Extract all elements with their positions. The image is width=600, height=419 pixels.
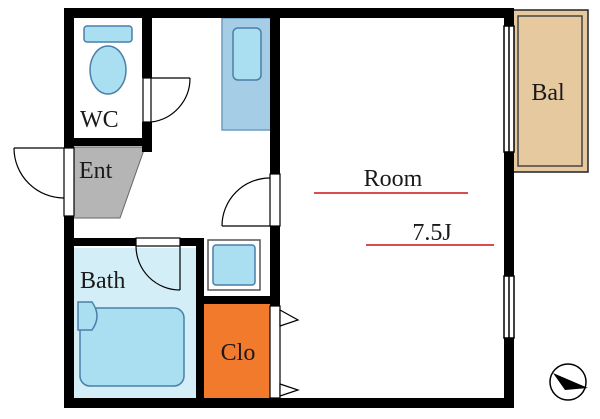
room-label: Room bbox=[364, 166, 423, 192]
bath-label: Bath bbox=[80, 268, 125, 294]
wc-label: WC bbox=[80, 107, 119, 133]
bathtub bbox=[79, 307, 185, 387]
wc-door bbox=[142, 77, 191, 123]
toilet bbox=[83, 25, 133, 95]
bath-door bbox=[135, 237, 181, 291]
washer-drain bbox=[212, 244, 256, 286]
room-door bbox=[221, 173, 281, 227]
closet bbox=[204, 304, 270, 398]
wash-basin bbox=[77, 301, 98, 331]
kitchen-sink bbox=[232, 27, 262, 81]
balcony-label: Bal bbox=[531, 80, 565, 106]
entrance-label: Ent bbox=[79, 158, 113, 184]
north-arrow-icon bbox=[549, 363, 588, 401]
room-size-label: 7.5J bbox=[412, 220, 451, 246]
closet-doors bbox=[269, 305, 300, 399]
window-balcony bbox=[503, 25, 515, 153]
interior-walls bbox=[74, 18, 280, 398]
closet-label: Clo bbox=[221, 340, 256, 366]
outer-walls bbox=[64, 8, 514, 408]
window-room bbox=[503, 275, 515, 339]
entrance-door bbox=[13, 147, 75, 217]
balcony: Bal bbox=[511, 9, 589, 173]
